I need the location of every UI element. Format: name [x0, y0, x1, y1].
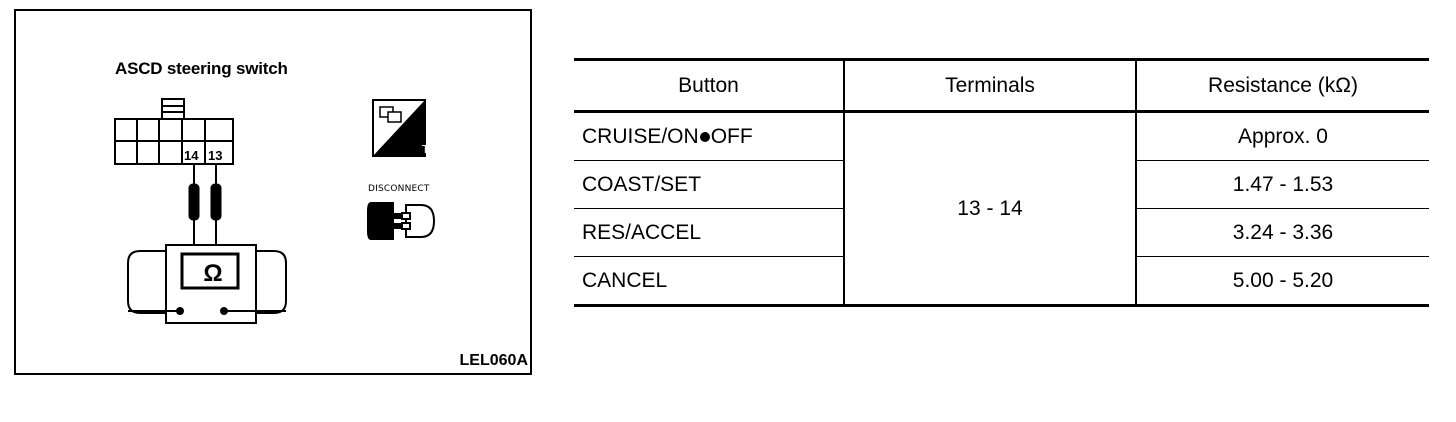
resistance-cell: Approx. 0 [1135, 111, 1429, 161]
disconnect-label: DISCONNECT [368, 184, 430, 194]
button-cell: CANCEL [582, 268, 668, 292]
diagram-title: ASCD steering switch [115, 59, 288, 78]
connector-diagram [114, 98, 436, 324]
ts-icon [372, 99, 426, 157]
terminal-label-13: 13 [208, 148, 223, 163]
multimeter-icon [128, 244, 286, 324]
button-cell: RES/ACCEL [582, 220, 702, 244]
resistance-cell: 3.24 - 3.36 [1135, 208, 1429, 257]
probe-13 [210, 183, 222, 221]
probe-14 [188, 183, 200, 221]
resistance-cell: 5.00 - 5.20 [1135, 256, 1429, 306]
figure-code: LEL060A [459, 352, 528, 369]
diagram-panel: ASCD steering switch 14 13 Ω T.S. DISCON… [14, 9, 532, 375]
header-resistance: Resistance (kΩ) [1135, 59, 1429, 112]
terminals-cell: 13 - 14 [843, 111, 1136, 306]
bullet-dot-icon [699, 131, 710, 142]
table-header-row: Button Terminals Resistance (kΩ) [574, 59, 1429, 112]
button-cell: COAST/SET [582, 172, 702, 196]
connector-icon [114, 98, 234, 165]
ts-badge-label: T.S. [422, 143, 442, 156]
resistance-cell: 1.47 - 1.53 [1135, 160, 1429, 209]
ohm-symbol: Ω [203, 260, 223, 287]
connector-lock-tab [161, 98, 185, 120]
resistance-spec-table: Button Terminals Resistance (kΩ) CRUISE/… [574, 58, 1429, 307]
meter-wires [127, 250, 287, 314]
terminal-label-14: 14 [184, 148, 199, 163]
header-button: Button [678, 73, 739, 97]
table-row: CRUISE/ON OFF 13 - 14 Approx. 0 [574, 111, 1429, 306]
button-name-part: OFF [710, 124, 753, 148]
probe-leads [178, 164, 242, 252]
button-name-part: CRUISE/ON [582, 124, 699, 148]
table-row: COAST/SET 1.47 - 1.53 [574, 160, 1429, 209]
button-cell: CRUISE/ON OFF [574, 112, 844, 161]
disconnect-icon [367, 202, 436, 240]
header-terminals: Terminals [843, 59, 1136, 112]
